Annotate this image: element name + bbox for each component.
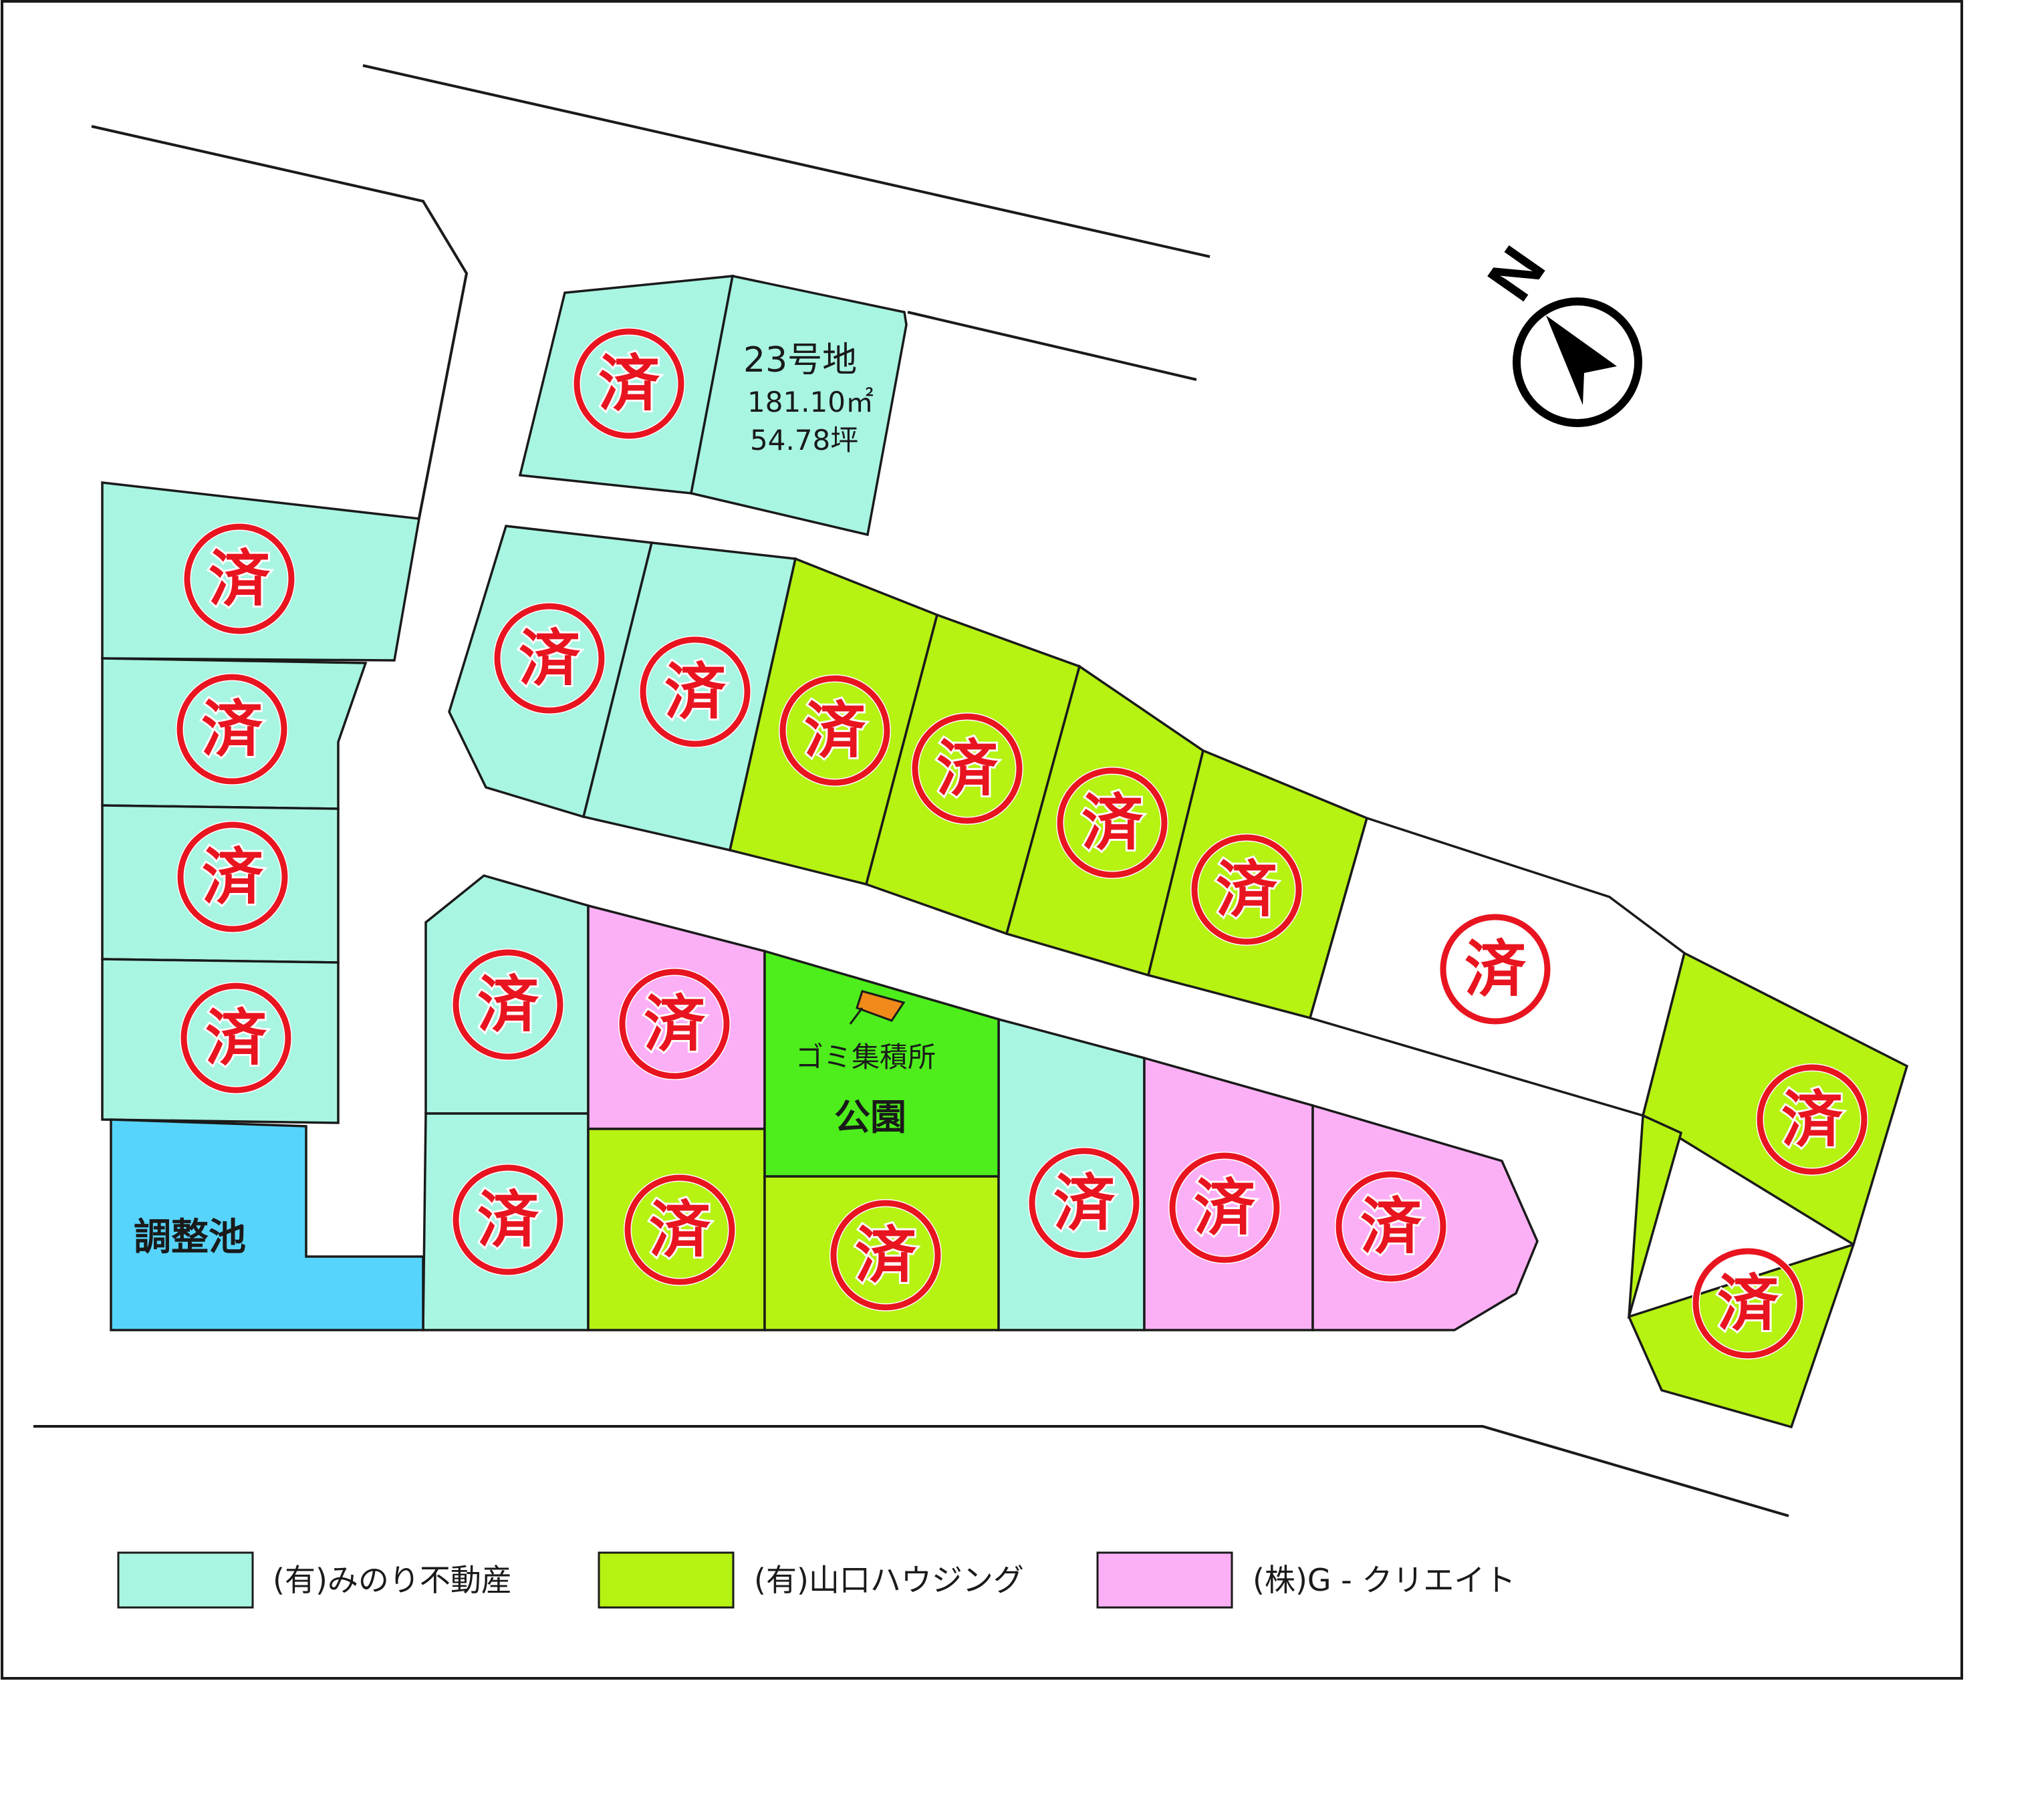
sold-stamp-lot-20: 済 [1168, 1152, 1281, 1264]
road-lines [33, 64, 1789, 1517]
sold-stamp-lot-10: 済 [1190, 833, 1303, 946]
stamp-text: 済 [1194, 1172, 1256, 1244]
garbage-leader-line [849, 1007, 864, 1025]
road-edge-top-south [907, 311, 1197, 381]
legend-swatch-minori [117, 1551, 254, 1609]
stamp-circle [912, 713, 1023, 824]
park [763, 949, 1000, 1178]
stamp-circle [180, 983, 291, 1093]
stamp-circle [1169, 1152, 1280, 1263]
lot-23[interactable] [689, 274, 908, 537]
sold-stamp-lot-2: 済 [176, 673, 288, 785]
sold-stamp-lot-17: 済 [624, 1174, 736, 1286]
stamp-circle [640, 636, 751, 747]
legend-label-yamaguchi: (有)山口ハウジング [754, 1562, 1024, 1598]
lot-1[interactable] [101, 481, 421, 662]
stamp-circle [1191, 834, 1302, 945]
stamp-text: 済 [804, 695, 866, 767]
stamp-circle [1440, 914, 1551, 1025]
sold-stamp-lot-12: 済 [1756, 1063, 1868, 1176]
stamp-text: 済 [649, 1194, 711, 1266]
stamp-text: 済 [1781, 1084, 1843, 1156]
stamp-text: 済 [519, 623, 581, 694]
lot-4[interactable] [101, 958, 340, 1124]
sold-stamp-lot-8: 済 [911, 712, 1023, 825]
sold-stamp-lot-7: 済 [779, 674, 891, 787]
stamp-circle [176, 674, 287, 785]
stamp-text: 済 [205, 1003, 267, 1074]
compass-arrow-icon [1546, 315, 1617, 405]
stamp-text: 済 [1717, 1268, 1779, 1339]
stamp-text: 済 [936, 733, 999, 805]
legend-swatch-yamaguchi [598, 1551, 735, 1609]
stamp-circle [494, 603, 605, 714]
sold-stamp-lot-22: 済 [573, 328, 685, 440]
lot-13[interactable] [1627, 1114, 1856, 1429]
legend-label-minori: (有)みのり不動産 [273, 1562, 512, 1598]
sold-stamp-lot-5: 済 [493, 602, 606, 715]
stamp-text: 済 [202, 841, 264, 913]
stamp-text: 済 [855, 1220, 917, 1291]
stamp-circle [1757, 1064, 1868, 1175]
sold-stamp-lot-15: 済 [452, 1164, 564, 1276]
park-label: 公園 [834, 1096, 906, 1138]
stamp-circle [830, 1200, 941, 1311]
stamp-text: 済 [209, 543, 271, 615]
lots [101, 274, 1909, 1429]
road-edge-west-north [91, 125, 469, 519]
stamp-text: 済 [1081, 787, 1144, 859]
road-edge-top-north [362, 64, 1210, 258]
sold-stamp-lot-16: 済 [618, 968, 731, 1080]
pond [110, 1118, 424, 1331]
sold-stamp-lot-11: 済 [1439, 913, 1551, 1025]
lot23-label: 23号地 181.10㎡ 54.78坪 [743, 340, 874, 457]
lot-2[interactable] [101, 657, 368, 810]
legend-swatch-g-create [1096, 1551, 1233, 1609]
sold-stamp-lot-1: 済 [183, 523, 295, 635]
garbage-label: ゴミ集積所 [795, 1041, 936, 1073]
garbage-area [856, 990, 906, 1022]
sold-stamp-lot-21: 済 [1335, 1170, 1447, 1283]
sold-stamps: 済済済済済済済済済済済済済済済済済済済済済済 [176, 328, 1868, 1359]
stamp-circle [1335, 1171, 1446, 1282]
stamp-circle [619, 968, 730, 1079]
sold-stamp-lot-6: 済 [639, 636, 751, 748]
road-edge-south [33, 1425, 1789, 1517]
sold-stamp-lot-9: 済 [1056, 767, 1168, 879]
lot23-area-tsubo: 54.78坪 [750, 424, 858, 457]
stamp-circle [453, 1164, 563, 1275]
stamp-text: 済 [1464, 934, 1527, 1005]
legend-label-g-create: (株)G - クリエイト [1253, 1562, 1515, 1598]
sold-stamp-lot-4: 済 [180, 982, 292, 1094]
stamp-text: 済 [598, 348, 660, 420]
sold-stamp-lot-13: 済 [1692, 1247, 1804, 1359]
stamp-circle [177, 821, 288, 932]
stamp-circle [624, 1174, 735, 1285]
stamp-circle [1692, 1248, 1803, 1359]
stamp-text: 済 [1360, 1191, 1422, 1263]
stamp-text: 済 [664, 656, 727, 728]
sold-stamp-lot-18: 済 [829, 1199, 942, 1311]
stamp-text: 済 [1053, 1168, 1116, 1239]
stamp-circle [1057, 767, 1168, 878]
stamp-text: 済 [1216, 854, 1278, 926]
stamp-text: 済 [644, 989, 706, 1060]
pond-label: 調整池 [134, 1216, 246, 1259]
stamp-text: 済 [477, 969, 539, 1041]
lot23-name: 23号地 [743, 340, 857, 380]
stamp-circle [453, 949, 563, 1060]
stamp-circle [573, 328, 684, 439]
sold-stamp-lot-19: 済 [1028, 1147, 1140, 1259]
sold-stamp-lot-14: 済 [452, 948, 564, 1061]
stamp-circle [1029, 1148, 1140, 1259]
sold-stamp-lot-3: 済 [176, 821, 289, 933]
stamp-circle [779, 675, 890, 786]
stamp-text: 済 [201, 694, 263, 765]
stamp-text: 済 [477, 1184, 539, 1256]
legend: (有)みのり不動産 (有)山口ハウジング (株)G - クリエイト [117, 1551, 1515, 1609]
stamp-circle [184, 523, 295, 634]
lot23-area-m2: 181.10㎡ [747, 386, 874, 418]
